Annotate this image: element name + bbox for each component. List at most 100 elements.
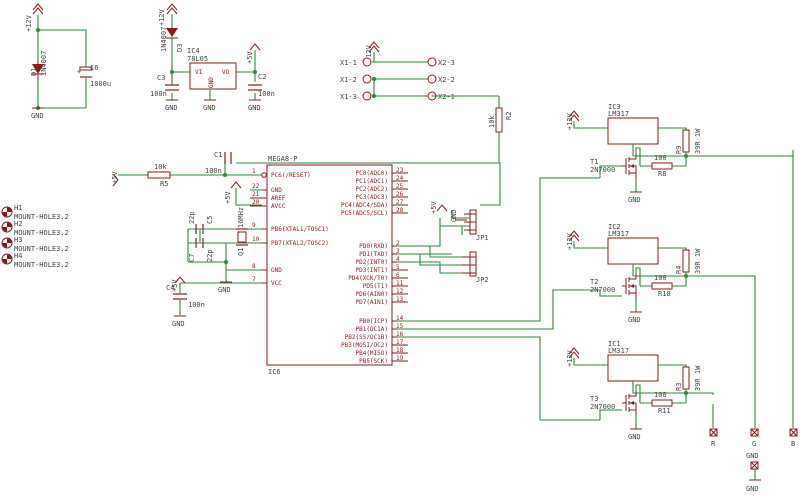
ic6-left-pin-label: GND [271, 267, 282, 274]
gnd-label-c4: GND [172, 320, 185, 328]
output-g-label: G [752, 440, 756, 448]
ic6-right-pin-num: 6 [396, 272, 400, 279]
ic6-right-pin-label: PB3(MOSI/OC2) [341, 342, 388, 349]
ic6-left-pin-label: VCC [271, 280, 282, 287]
c2-name: C2 [258, 73, 266, 81]
h4-label: H4 [14, 252, 22, 260]
t3-name: T3 [590, 395, 598, 403]
output-gnd-label: GND [746, 485, 759, 493]
x2-3-label: X2-3 [438, 59, 455, 67]
mcu-ic6: MEGA8-P IC6 1PC6(/RESET)22GND21AREF20AVC… [250, 155, 408, 376]
ic6-right-pin-label: PC0(ADC0) [355, 170, 388, 177]
ic6-left-pin-num: 9 [252, 222, 256, 229]
h3-value: MOUNT-HOLE3.2 [14, 245, 69, 253]
gnd-label-t1: GND [628, 196, 641, 204]
ic6-right-pin-label: PB1(OC1A) [355, 326, 388, 333]
gnd-label-t3: GND [628, 433, 641, 441]
ic6-left-pin-num: 7 [252, 276, 256, 283]
x1-1-label: X1-1 [340, 59, 357, 67]
ic6-left-pin-num: 22 [252, 183, 260, 190]
ic6-right-pin-num: 12 [396, 288, 404, 295]
q1-name: Q1 [237, 248, 245, 256]
ic6-right-pin-label: PD3(INT1) [355, 267, 388, 274]
ic6-right-pin-num: 23 [396, 167, 404, 174]
ic4-value: 78L05 [187, 55, 208, 63]
ic4-name: IC4 [187, 47, 200, 55]
ic6-right-pin-num: 14 [396, 315, 404, 322]
gnd-label-ic4: GND [203, 104, 216, 112]
ic6-left-pins: 1PC6(/RESET)22GND21AREF20AVCC9PB6(XTAL1/… [250, 168, 329, 287]
ic6-left-pin-num: 20 [252, 199, 260, 206]
gnd-label-c3: GND [165, 104, 178, 112]
jp1-name: JP1 [476, 234, 489, 242]
mount-holes: H1 MOUNT-HOLE3.2 H2 MOUNT-HOLE3.2 H3 MOU… [1, 204, 69, 269]
gnd-label-d1: GND [31, 112, 44, 120]
supply-5v-label-reset: +5V [111, 171, 119, 184]
ic6-right-pin-num: 5 [396, 264, 400, 271]
r8-value: 100 [654, 154, 667, 162]
supply-5v-label-1: +5V [246, 51, 254, 64]
ic6-left-pin-label: PB6(XTAL1/TOSC1) [271, 226, 329, 233]
mcu-left-wiring: +5V 10k R5 C1 100n +5V 22p C5 C7 22p 16M… [111, 151, 501, 328]
h3-label: H3 [14, 236, 22, 244]
r9-value: 39R 1W [694, 128, 702, 154]
input-supply-section: +12V D1 1N4007 + C6 1000u GND [25, 3, 111, 120]
r10-name: R10 [658, 290, 671, 298]
ic6-right-pin-num: 27 [396, 199, 404, 206]
ic6-right-pin-num: 11 [396, 280, 404, 287]
x1-3-label: X1-3 [340, 93, 357, 101]
ic6-right-pin-label: PD6(AIN0) [355, 291, 388, 298]
ic6-right-pin-label: PD5(T1) [363, 283, 388, 290]
h4-value: MOUNT-HOLE3.2 [14, 261, 69, 269]
ic6-right-pin-num: 28 [396, 207, 404, 214]
ic6-right-pin-num: 3 [396, 248, 400, 255]
ic6-right-pin-label: PB0(ICP) [359, 318, 388, 325]
ic6-left-pin-num: 8 [252, 263, 256, 270]
r5-value: 10k [154, 163, 167, 171]
supply-5v-label-vcc: +5V [171, 279, 179, 292]
ic6-right-pin-num: 18 [396, 347, 404, 354]
gnd-label-jp1: GND [450, 209, 458, 222]
supply-12v-label-2: +12V [158, 8, 166, 26]
h2-label: H2 [14, 220, 22, 228]
ic6-right-pin-label: PC4(ADC4/SDA) [341, 202, 388, 209]
ic6-right-pin-num: 13 [396, 296, 404, 303]
d3-name: D3 [176, 44, 184, 52]
ic6-right-pin-num: 24 [396, 175, 404, 182]
t2-name: T2 [590, 278, 598, 286]
gnd-label-xtal: GND [218, 286, 231, 294]
output-b: B [789, 428, 798, 448]
ic6-right-pin-label: PD2(INT0) [355, 259, 388, 266]
ic2-name: IC2 [608, 223, 621, 231]
output-r: R [709, 428, 718, 448]
output-g: G [750, 428, 759, 448]
ic6-right-pin-label: PD7(AIN1) [355, 299, 388, 306]
d3-value: 1N4007 [160, 27, 168, 52]
jp2-name: JP2 [476, 276, 489, 284]
r2-value: 10k [488, 115, 496, 128]
ic6-right-pin-num: 15 [396, 323, 404, 330]
ic3-value: LM317 [608, 110, 629, 118]
supply-12v-label-ch: +12V [566, 232, 574, 250]
r9-name: R9 [675, 146, 683, 154]
supply-12v-label: +12V [25, 14, 33, 32]
r3-name: R3 [675, 383, 683, 391]
ic6-right-pin-num: 25 [396, 183, 404, 190]
r3-value: 39R 1W [694, 365, 702, 391]
output-b-label: B [791, 440, 795, 448]
d1-name: D1 [30, 68, 38, 76]
ic6-left-pin-num: 21 [252, 191, 260, 198]
ic6-bottom-label: IC6 [268, 368, 281, 376]
r11-value: 100 [654, 391, 667, 399]
ic6-right-pin-num: 16 [396, 331, 404, 338]
gnd-label-c2: GND [248, 104, 261, 112]
regulator-5v-section: +12V 1N4007 D3 IC4 78L05 VI VO GND C3 10… [150, 3, 275, 112]
r2-name: R2 [505, 112, 513, 120]
r11-name: R11 [658, 407, 671, 415]
r5-name: R5 [160, 180, 168, 188]
programming-headers: +5V GND JP1 JP2 10k R2 [397, 95, 513, 284]
c2-value: 100n [258, 90, 275, 98]
ic6-left-pin-label: PB7(XTAL2/TOSC2) [271, 240, 329, 247]
